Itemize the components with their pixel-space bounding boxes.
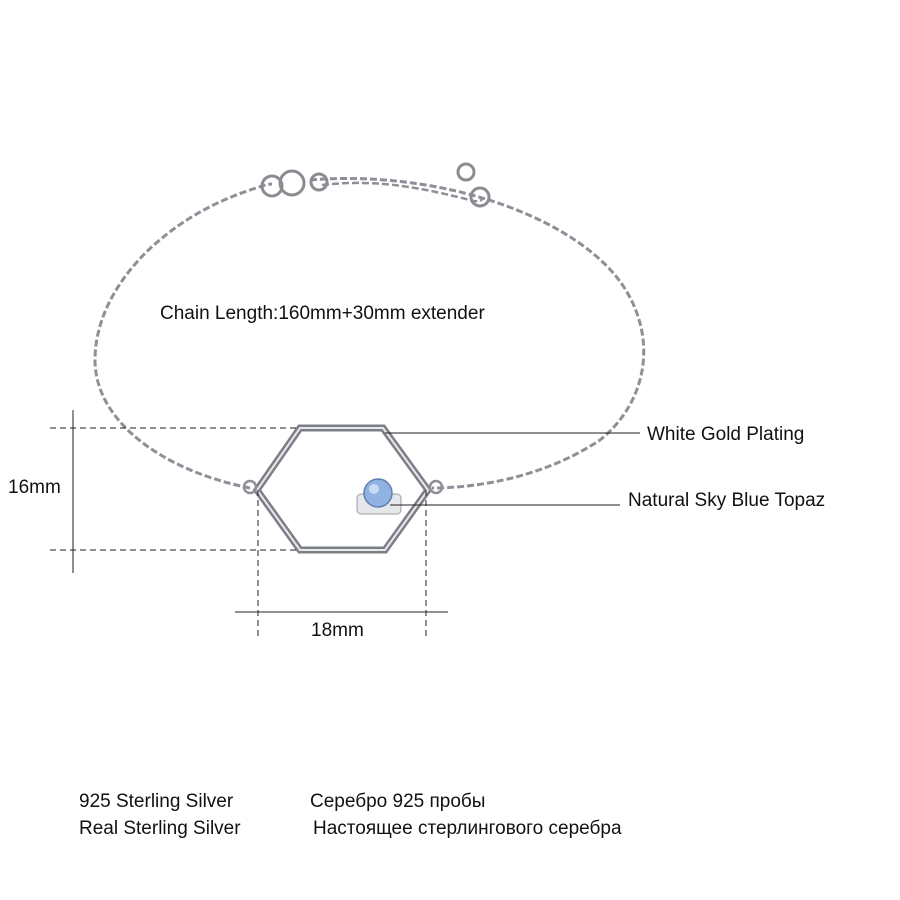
plating-label: White Gold Plating (647, 424, 805, 445)
chain-length-label: Chain Length:160mm+30mm extender (160, 303, 485, 324)
material-line1-ru: Серебро 925 пробы (310, 791, 486, 812)
width-label: 18mm (311, 620, 364, 641)
hexagon-pendant (242, 424, 444, 554)
topaz-stone (356, 478, 402, 515)
clasp (260, 162, 491, 208)
chain (93, 176, 646, 490)
stone-label: Natural Sky Blue Topaz (628, 490, 826, 511)
dimension-lines (50, 410, 640, 638)
material-line1-en: 925 Sterling Silver (79, 791, 234, 812)
material-line2-en: Real Sterling Silver (79, 818, 241, 839)
material-line2-ru: Настоящее стерлингового серебра (313, 818, 622, 839)
height-label: 16mm (8, 477, 61, 498)
